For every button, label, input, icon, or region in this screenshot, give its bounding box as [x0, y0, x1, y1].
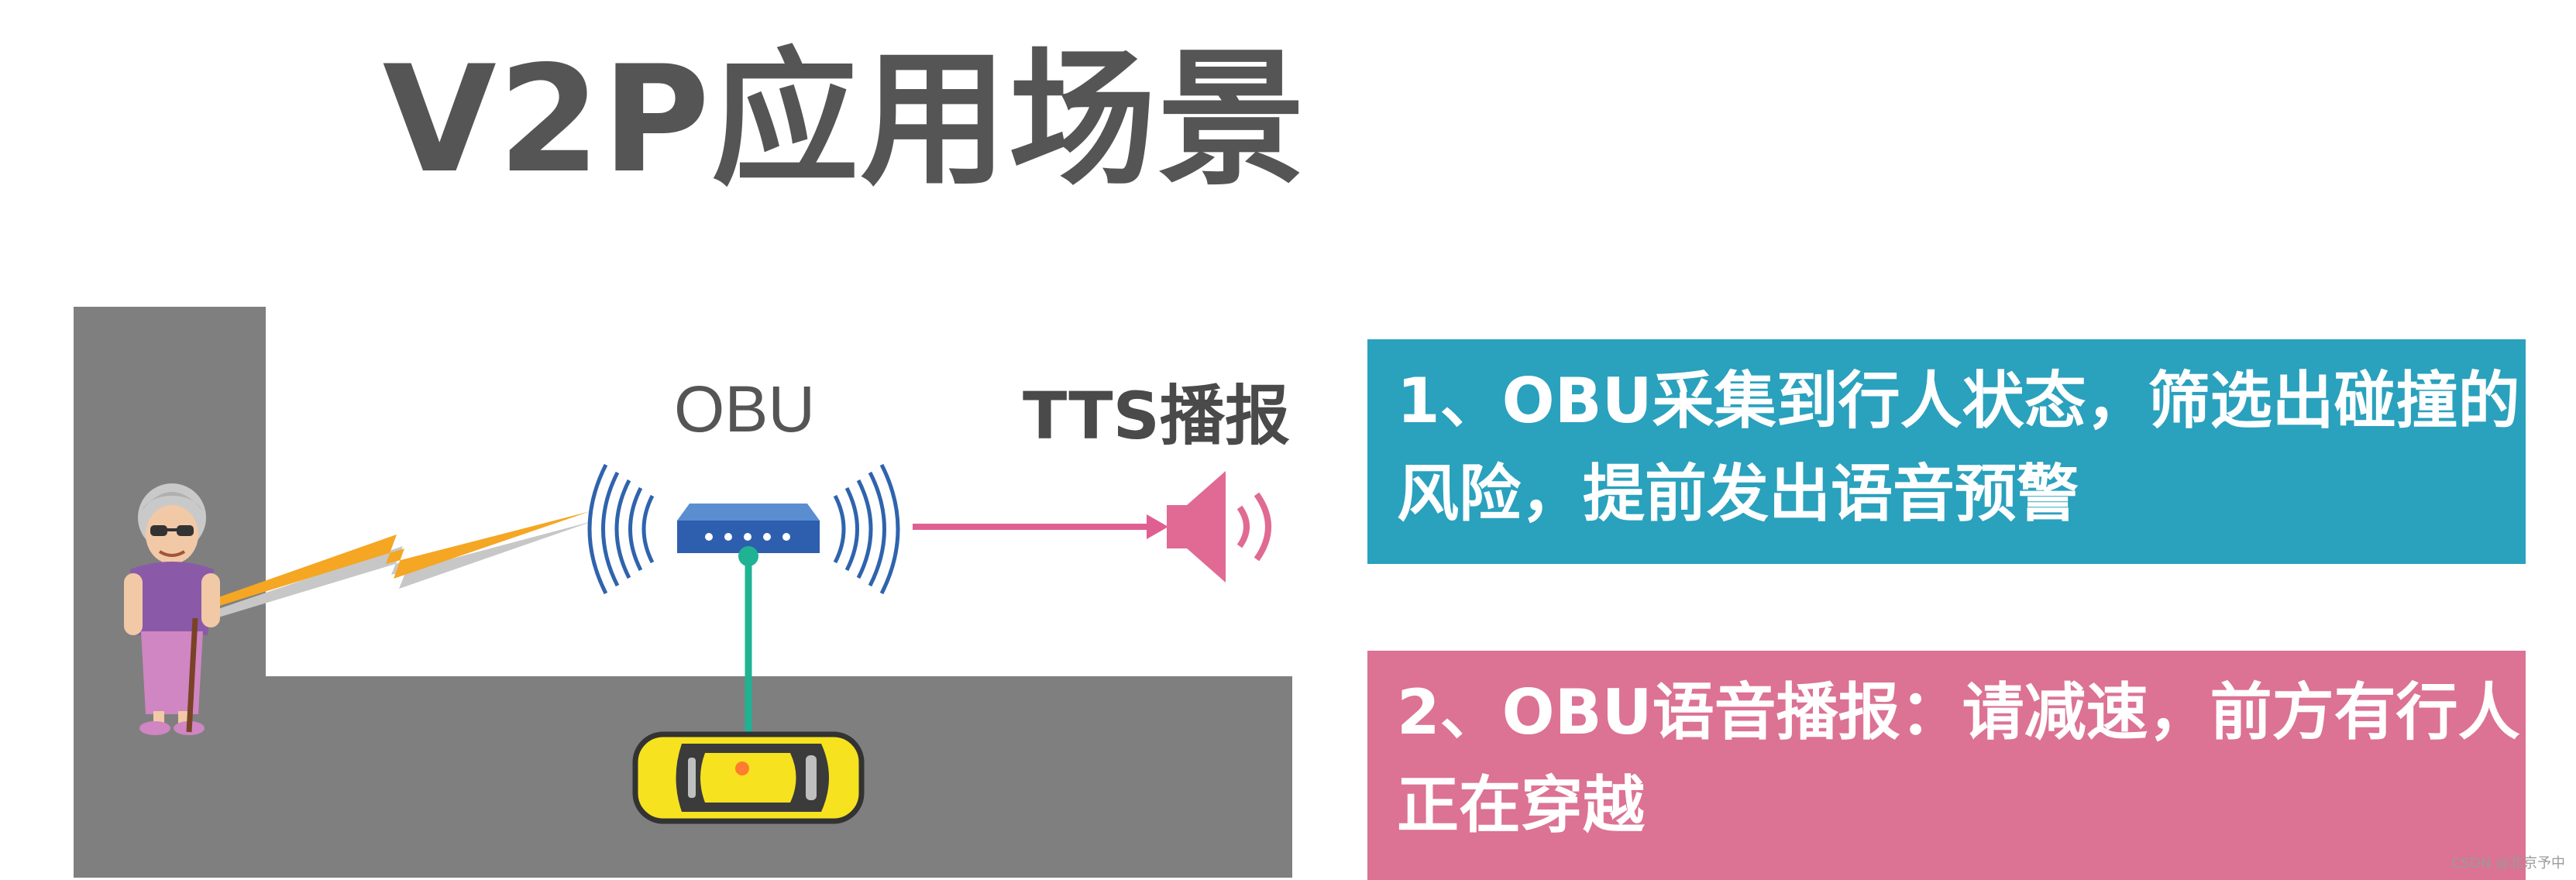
lightning-icon — [203, 511, 595, 620]
pedestrian-icon — [124, 483, 220, 735]
page-title: V2P应用场景 — [382, 34, 1307, 205]
obu-label: OBU — [674, 373, 816, 445]
step-1-text: 1、OBU采集到行人状态，筛选出碰撞的风险，提前发出语音预警 — [1397, 365, 2520, 530]
signal-arrow — [913, 514, 1168, 539]
step-2-box: 2、OBU语音播报：请减速，前方有行人正在穿越 — [1367, 651, 2526, 880]
step-2-text: 2、OBU语音播报：请减速，前方有行人正在穿越 — [1397, 676, 2520, 841]
road — [74, 307, 1292, 878]
car-icon — [632, 731, 865, 824]
speaker-icon — [1167, 471, 1271, 583]
scene-illustration — [74, 307, 1292, 878]
obu-router-icon — [677, 504, 820, 553]
wireless-wave-icon — [587, 463, 900, 595]
tts-label: TTS播报 — [1023, 378, 1291, 454]
step-1-box: 1、OBU采集到行人状态，筛选出碰撞的风险，提前发出语音预警 — [1367, 339, 2526, 564]
watermark: CSDN @北京予中 — [2450, 855, 2565, 871]
